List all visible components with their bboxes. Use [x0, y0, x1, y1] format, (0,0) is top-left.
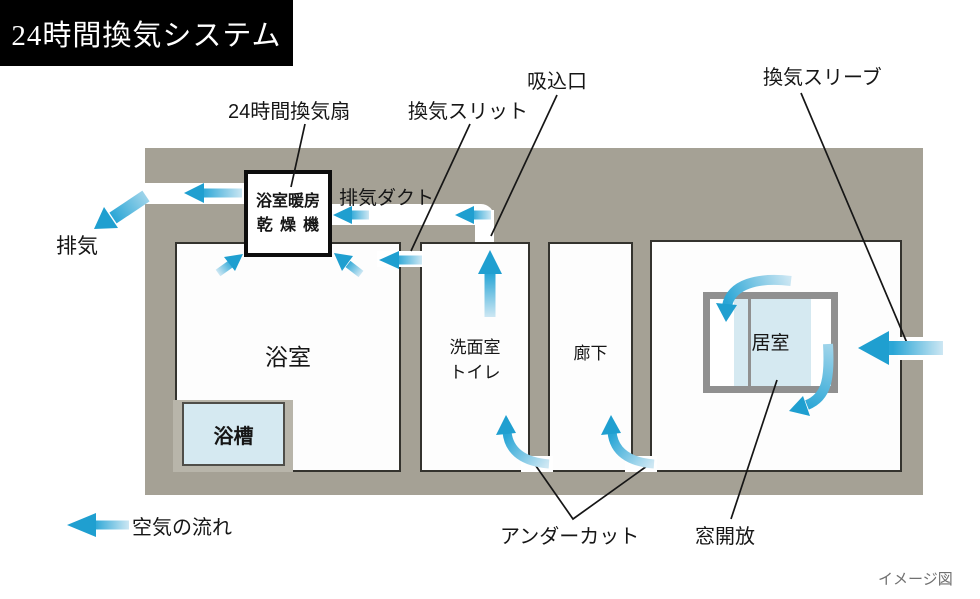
suction-inlet-duct — [475, 210, 494, 244]
legend-airflow-label: 空気の流れ — [132, 517, 232, 539]
room-label-living: 居室 — [751, 333, 790, 354]
image-note: イメージ図 — [878, 571, 953, 588]
callout-exhaust: 排気 — [56, 235, 98, 258]
callout-window-open: 窓開放 — [695, 526, 755, 548]
window-pane-narrow — [734, 299, 748, 386]
callout-exhaust-duct: 排気ダクト — [339, 188, 435, 209]
callout-inlet: 吸込口 — [527, 71, 587, 93]
arrow-legend — [67, 513, 129, 537]
ventilation-sleeve-opening — [898, 337, 932, 360]
ventilation-slit-opening — [377, 251, 423, 267]
callout-slit: 換気スリット — [408, 101, 528, 123]
arrow-exhaust-outside — [94, 190, 150, 229]
unit-label-line1: 浴室暖房 — [255, 193, 320, 211]
callout-undercut: アンダーカット — [500, 526, 640, 548]
title-banner: 24時間換気システム — [0, 0, 293, 66]
room-label-washroom-line2: トイレ — [449, 362, 501, 382]
room-label-washroom: 洗面室 トイレ — [420, 336, 530, 385]
room-label-washroom-line1: 洗面室 — [449, 338, 501, 357]
undercut-opening-washroom — [521, 456, 553, 472]
room-label-bathroom: 浴室 — [265, 344, 311, 370]
room-label-corridor: 廊下 — [573, 344, 608, 363]
callout-fan: 24時間換気扇 — [228, 101, 351, 123]
bathtub-label: 浴槽 — [182, 402, 285, 466]
page-title: 24時間換気システム — [11, 20, 282, 52]
unit-label-line2: 乾燥機 — [256, 216, 327, 234]
callout-sleeve: 換気スリーブ — [763, 67, 882, 89]
bathtub: 浴槽 — [173, 400, 293, 472]
window-sash-divider — [748, 299, 751, 386]
exhaust-duct-left — [145, 183, 246, 204]
undercut-opening-corridor — [625, 456, 657, 472]
bathroom-heater-dryer-unit: 浴室暖房 乾燥機 — [244, 170, 332, 257]
